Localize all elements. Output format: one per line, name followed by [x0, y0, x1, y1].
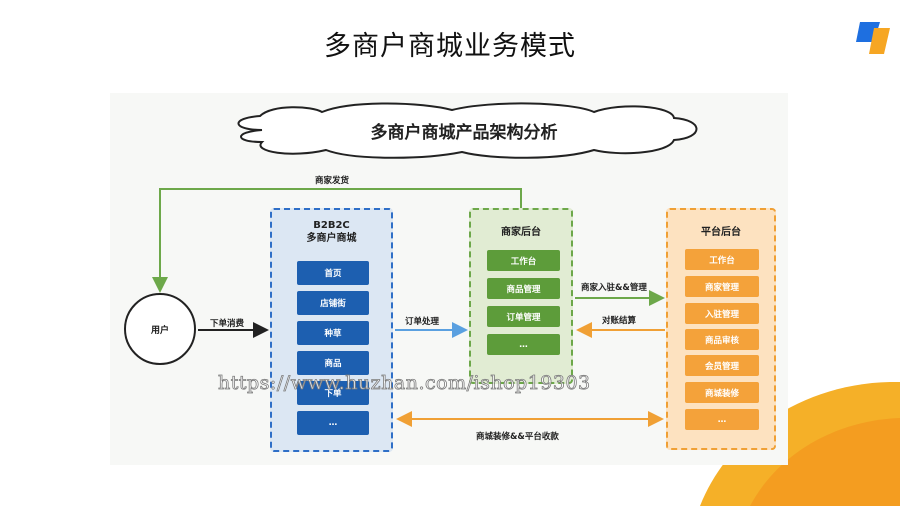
connector-arrows [152, 188, 665, 427]
label-order-process: 订单处理 [405, 317, 440, 327]
platform-backend-box: 平台后台 工作台 商家管理 入驻管理 商品审核 会员管理 商城装修 … [666, 208, 776, 450]
b2b2c-item: 店铺街 [297, 291, 369, 315]
merchant-item: 订单管理 [487, 306, 560, 327]
b2b2c-title-line1: B2B2C [313, 220, 350, 231]
merchant-item: 商品管理 [487, 278, 560, 299]
label-settlement: 对账结算 [602, 316, 637, 326]
ship-arrow [152, 188, 522, 293]
b2b2c-item: … [297, 411, 369, 435]
diagram-heading: 多商户商城产品架构分析 [370, 123, 558, 143]
platform-item: 工作台 [685, 249, 759, 270]
platform-item: … [685, 409, 759, 430]
merchant-backend-box: 商家后台 工作台 商品管理 订单管理 … [469, 208, 573, 384]
brand-logo-icon [856, 22, 890, 54]
label-order-consume: 下单消费 [210, 319, 245, 329]
b2b2c-title-line2: 多商户商城 [306, 233, 357, 244]
platform-item: 商品审核 [685, 329, 759, 350]
platform-item: 商家管理 [685, 276, 759, 297]
platform-title: 平台后台 [701, 227, 741, 238]
watermark-text: https://www.huzhan.com/ishop19303 [218, 372, 591, 395]
b2b2c-mall-box: B2B2C 多商户商城 首页 店铺街 种草 商品 下单 … [270, 208, 393, 452]
b2b2c-item: 商品 [297, 351, 369, 375]
user-node: 用户 [124, 293, 196, 365]
platform-item: 商城装修 [685, 382, 759, 403]
slide-title: 多商户商城业务模式 [324, 31, 576, 62]
decorative-corner-shape [700, 381, 900, 506]
platform-item: 会员管理 [685, 355, 759, 376]
merchant-item: … [487, 334, 560, 355]
merchant-title: 商家后台 [501, 227, 541, 238]
label-ship: 商家发货 [315, 176, 350, 186]
merchant-item: 工作台 [487, 250, 560, 271]
architecture-diagram: 多商户商城产品架构分析 [110, 93, 788, 465]
b2b2c-item: 首页 [297, 261, 369, 285]
label-entry-manage: 商家入驻&&管理 [581, 283, 647, 293]
label-decor-payment: 商城装修&&平台收款 [476, 432, 559, 442]
platform-item: 入驻管理 [685, 303, 759, 324]
b2b2c-item: 下单 [297, 381, 369, 405]
b2b2c-item: 种草 [297, 321, 369, 345]
cloud-shape [237, 102, 698, 159]
